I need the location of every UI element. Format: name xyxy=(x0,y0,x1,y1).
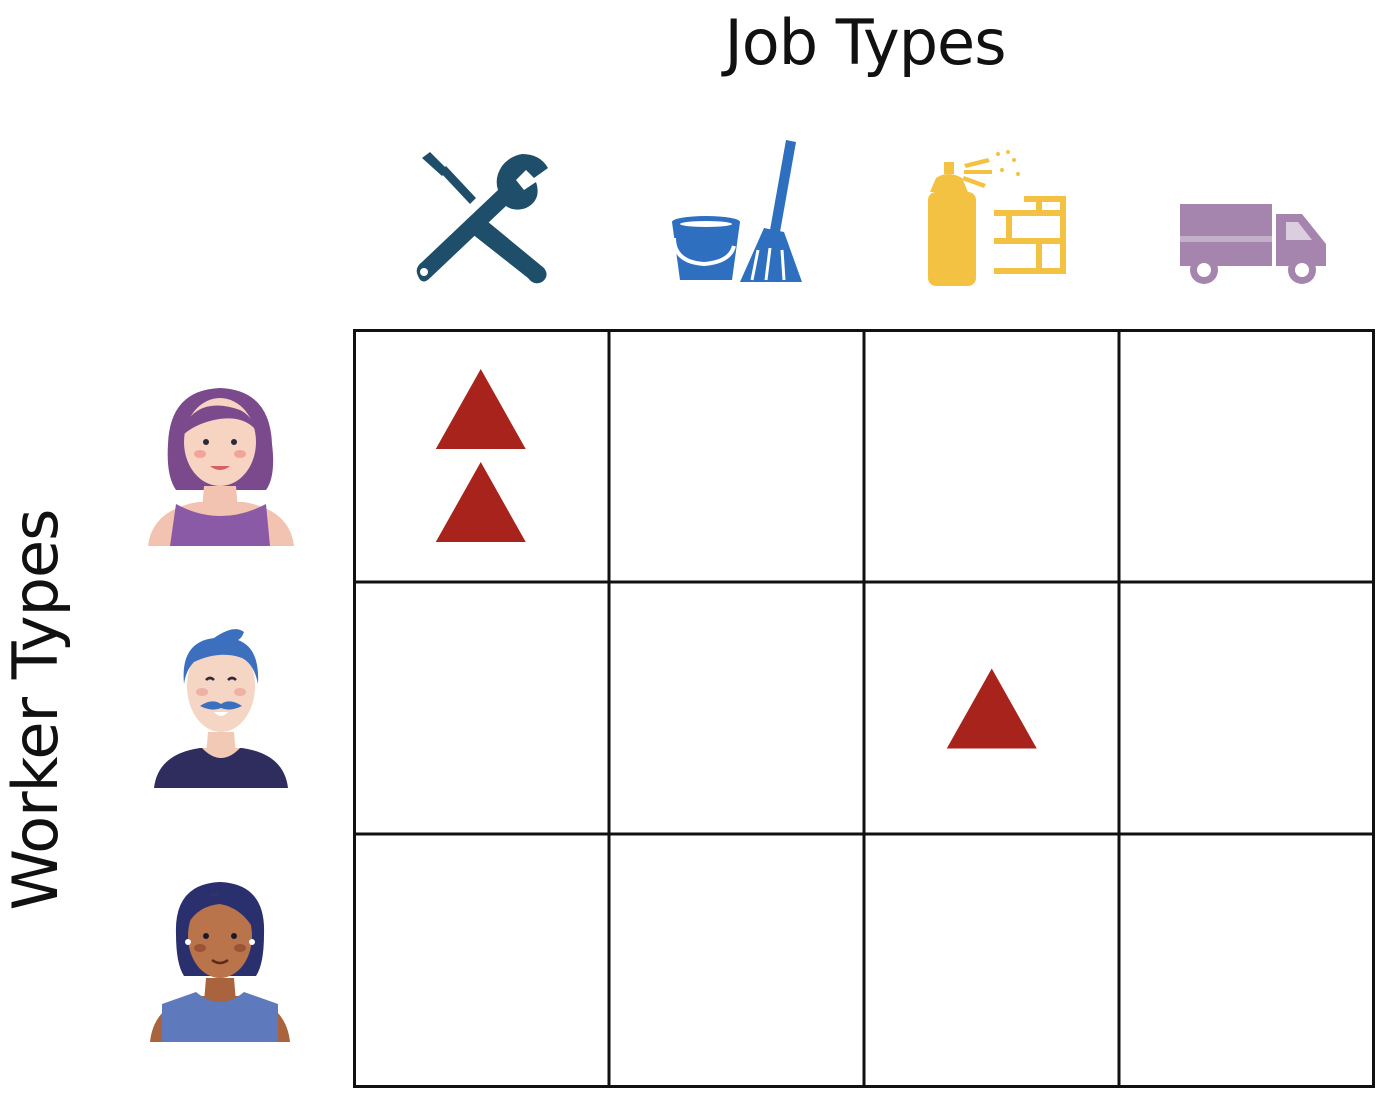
row-title: Worker Types xyxy=(0,509,72,911)
man-mustache-avatar-icon xyxy=(154,629,288,788)
triangle-marker xyxy=(946,668,1037,749)
painting-bricks-icon xyxy=(928,150,1066,286)
cleaning-icon xyxy=(672,140,802,282)
woman-dark-avatar-icon xyxy=(150,882,290,1042)
assignment-markers xyxy=(435,369,1037,749)
triangle-marker xyxy=(435,369,526,449)
woman-purple-avatar-icon xyxy=(148,388,294,546)
assignment-grid xyxy=(353,329,1375,1088)
column-title: Job Types xyxy=(724,6,1007,79)
tools-icon xyxy=(416,152,548,284)
truck-icon xyxy=(1180,204,1326,284)
triangle-marker xyxy=(435,462,526,542)
